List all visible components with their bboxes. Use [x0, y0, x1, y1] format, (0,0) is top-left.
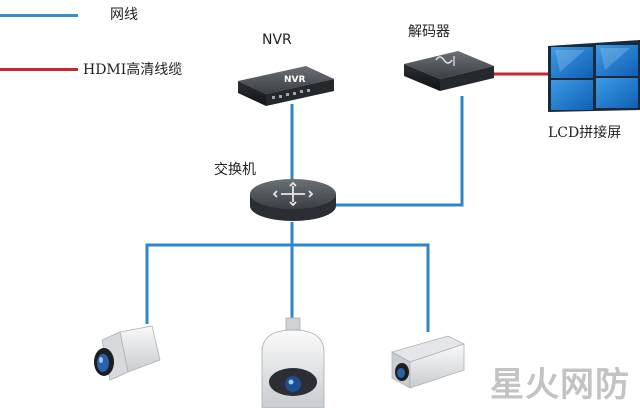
watermark-text: 星火网防 [490, 365, 630, 405]
network-cables [145, 96, 464, 332]
bullet-camera [390, 335, 466, 389]
lcd-video-wall [548, 40, 640, 112]
legend-network-line [0, 14, 78, 17]
legend-network-label: 网线 [110, 7, 138, 23]
dome-camera [261, 317, 325, 408]
lcd-label: LCD拼接屏 [548, 124, 621, 141]
decoder-label: 解码器 [408, 24, 450, 40]
nvr-label: NVR [262, 32, 292, 48]
switch-label: 交换机 [214, 161, 256, 178]
nvr-device: NVR [238, 66, 334, 106]
legend-hdmi-label: HDMI高清线缆 [83, 62, 183, 78]
nvr-device-text: NVR [284, 75, 305, 85]
box-camera [94, 325, 161, 381]
switch-device [250, 179, 336, 221]
legend-hdmi-line [0, 68, 78, 71]
decoder-device [404, 51, 494, 91]
